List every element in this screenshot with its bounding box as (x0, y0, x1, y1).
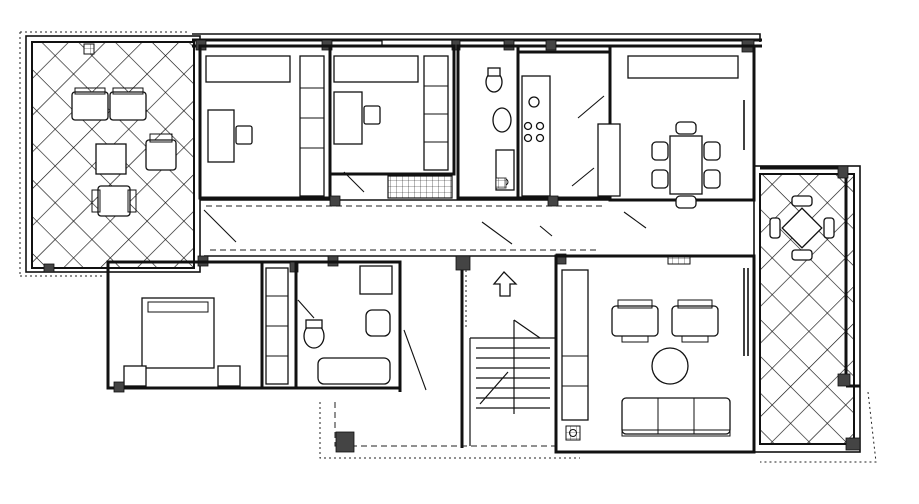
wardrobe (423, 55, 449, 171)
bidet (492, 107, 512, 133)
terrace-chair (91, 185, 137, 217)
desk (207, 109, 235, 163)
wc-small (456, 44, 520, 200)
washbasin (365, 309, 391, 337)
kitchen (516, 50, 612, 200)
stair-icon (476, 319, 550, 414)
nightstand (123, 365, 147, 387)
buffet (597, 123, 621, 197)
dining-table (669, 135, 703, 195)
sink (528, 96, 540, 108)
study-1 (198, 44, 332, 200)
armchair (611, 299, 659, 343)
entrance-arrow-icon (492, 271, 518, 297)
armchair (671, 299, 719, 343)
bed (141, 297, 215, 369)
vanity (359, 265, 393, 295)
study-2 (328, 44, 456, 199)
bedroom (106, 260, 264, 393)
bathroom (294, 260, 402, 390)
north-wall (192, 33, 762, 53)
desk-chair (363, 105, 381, 125)
closet (260, 260, 299, 390)
cooktop-icon (523, 121, 545, 143)
wardrobe (299, 55, 325, 197)
east-wall-details (743, 100, 749, 356)
desk-chair (235, 125, 253, 145)
column-marker-icon (335, 431, 355, 453)
nightstand (217, 365, 241, 387)
terrace-armchair (145, 133, 177, 171)
terrace-west (25, 35, 201, 273)
desk (333, 91, 363, 145)
tv-cabinet (561, 269, 589, 421)
bathtub (317, 357, 391, 385)
dining (597, 44, 756, 229)
stairwell (335, 262, 581, 453)
desk-counter (205, 55, 291, 83)
terrace-table (95, 143, 127, 175)
balcony-east (753, 165, 861, 453)
shaft (387, 175, 453, 199)
column-marker-icon (83, 43, 95, 55)
desk-counter (333, 55, 419, 83)
column-marker-icon (43, 263, 55, 273)
dining-chairs (651, 121, 721, 209)
living (554, 254, 756, 454)
coffee-table (651, 347, 689, 385)
sofa (621, 397, 731, 437)
sideboard (627, 55, 739, 79)
lounge-chairs (71, 87, 147, 121)
balcony-table-set (769, 195, 835, 261)
